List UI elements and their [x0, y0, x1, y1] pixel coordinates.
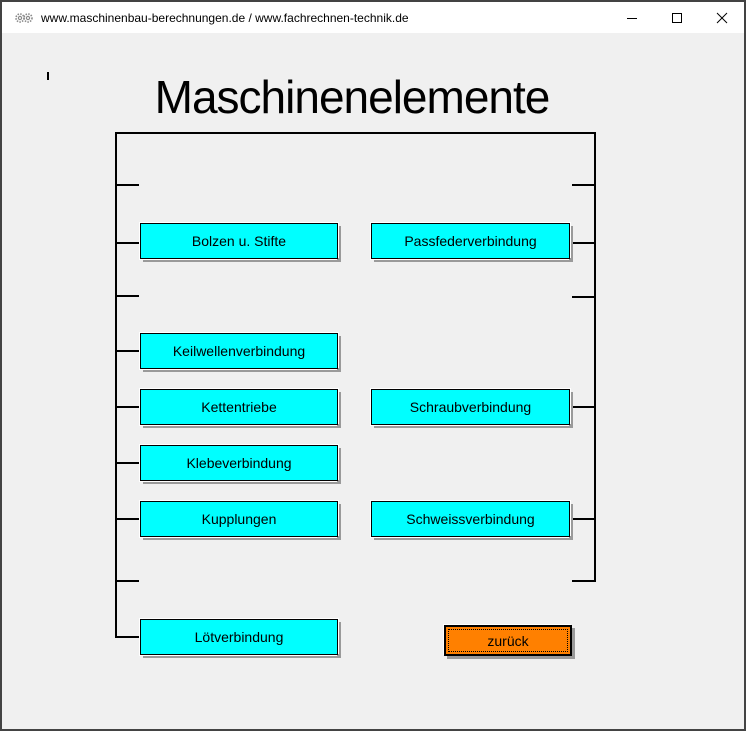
connector-top-line — [115, 132, 596, 134]
close-icon — [716, 12, 727, 23]
button-keilwellenverbindung[interactable]: Keilwellenverbindung — [140, 333, 338, 369]
close-button[interactable] — [699, 2, 744, 33]
connector-tick — [572, 518, 596, 520]
button-passfederverbindung[interactable]: Passfederverbindung — [371, 223, 570, 259]
connector-tick — [116, 242, 139, 244]
maximize-icon — [671, 12, 682, 23]
connector-elbow — [116, 636, 141, 638]
button-kupplungen[interactable]: Kupplungen — [140, 501, 338, 537]
button-schweissverbindung[interactable]: Schweissverbindung — [371, 501, 570, 537]
connector-tick — [116, 184, 139, 186]
connector-tick — [572, 406, 596, 408]
connector-tick — [116, 580, 139, 582]
connector-tick — [116, 518, 139, 520]
button-bolzen-u-stifte[interactable]: Bolzen u. Stifte — [140, 223, 338, 259]
maximize-button[interactable] — [654, 2, 699, 33]
connector-right-line — [594, 132, 596, 582]
window-controls — [609, 2, 744, 33]
minimize-icon — [626, 17, 637, 19]
connector-tick — [572, 242, 596, 244]
connector-left-line — [115, 132, 117, 638]
minimize-button[interactable] — [609, 2, 654, 33]
connector-tick — [572, 296, 596, 298]
connector-tick — [572, 184, 596, 186]
stray-mark — [47, 72, 49, 80]
titlebar: www.maschinenbau-berechnungen.de / www.f… — [2, 2, 744, 33]
connector-tick — [116, 295, 139, 297]
page-title: Maschinenelemente — [154, 71, 551, 123]
connector-elbow — [572, 580, 596, 582]
button-kettentriebe[interactable]: Kettentriebe — [140, 389, 338, 425]
connector-tick — [116, 462, 139, 464]
connector-tick — [116, 406, 139, 408]
gears-icon[interactable] — [14, 11, 34, 25]
connector-tick — [116, 350, 139, 352]
button-loetverbindung[interactable]: Lötverbindung — [140, 619, 338, 655]
button-klebeverbindung[interactable]: Klebeverbindung — [140, 445, 338, 481]
window-title: www.maschinenbau-berechnungen.de / www.f… — [41, 10, 409, 25]
button-schraubverbindung[interactable]: Schraubverbindung — [371, 389, 570, 425]
back-button[interactable]: zurück — [444, 625, 572, 656]
